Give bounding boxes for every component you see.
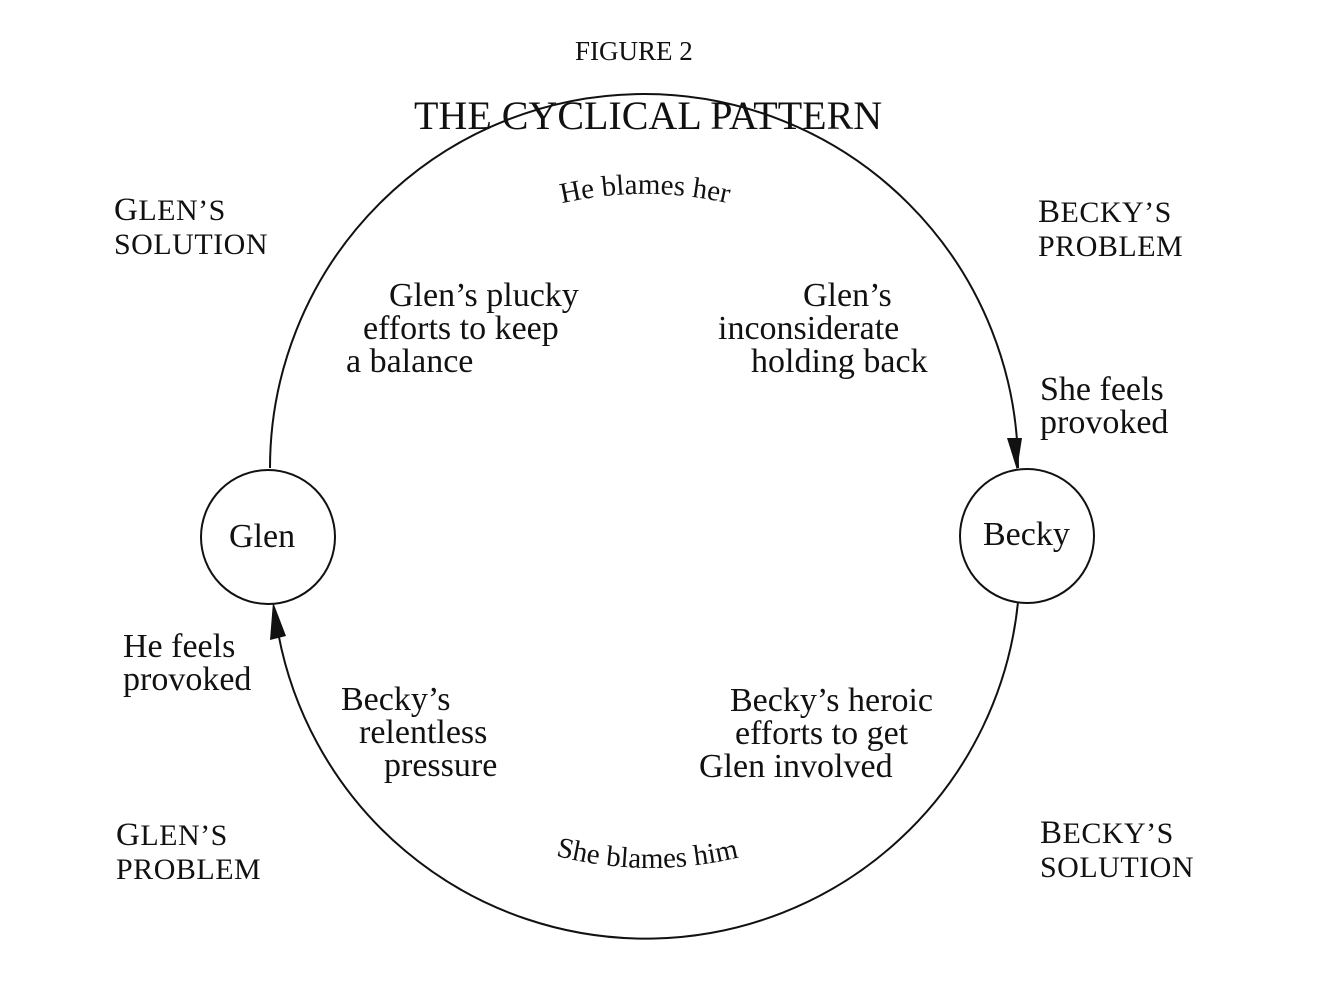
arrow-to-glen-icon <box>270 602 286 640</box>
becky-pressure-line-1: Becky’s <box>341 681 451 718</box>
becky-node-label: Becky <box>983 516 1070 553</box>
glen-efforts-text: Glen’s plucky efforts to keep a balance <box>346 277 579 380</box>
bottom-cycle-arc <box>275 601 1019 940</box>
glen-node-label: Glen <box>229 518 296 555</box>
she-feels-line-1: She feels <box>1040 371 1164 408</box>
glens-solution-line2: SOLUTION <box>114 228 268 261</box>
beckys-solution-rest: ECKY’S <box>1062 817 1174 850</box>
beckys-solution-line2: SOLUTION <box>1040 851 1194 884</box>
he-feels-line-2: provoked <box>123 661 252 698</box>
arc-label-top: He blames her <box>557 169 734 210</box>
arc-label-bottom: She blames him <box>554 831 741 874</box>
glen-holding-back-line-1: Glen’s <box>803 277 892 314</box>
glens-problem-cap: G <box>116 817 141 853</box>
she-feels-line-2: provoked <box>1040 404 1169 441</box>
glens-solution-cap: G <box>114 192 139 228</box>
glen-efforts-line-3: a balance <box>346 343 474 380</box>
arrow-to-becky-icon <box>1007 438 1022 470</box>
becky-pressure-line-3: pressure <box>384 747 498 784</box>
glens-problem-rest: LEN’S <box>140 819 228 852</box>
he-feels-line-1: He feels <box>123 628 236 665</box>
becky-node-circle <box>959 468 1095 604</box>
he-feels-provoked-text: He feels provoked <box>123 628 252 698</box>
beckys-problem-rest: ECKY’S <box>1060 196 1172 229</box>
glens-problem-label: GLEN’S PROBLEM <box>116 818 261 887</box>
figure-label: FIGURE 2 <box>575 36 693 66</box>
glen-holding-back-line-3: holding back <box>751 343 928 380</box>
becky-efforts-line-3: Glen involved <box>699 748 893 785</box>
top-cycle-arc <box>269 93 1019 469</box>
glen-efforts-line-1: Glen’s plucky <box>389 277 579 314</box>
beckys-problem-line2: PROBLEM <box>1038 230 1184 263</box>
glen-holding-back-line-2: inconsiderate <box>718 310 900 347</box>
she-feels-provoked-text: She feels provoked <box>1040 371 1169 441</box>
glens-problem-line2: PROBLEM <box>116 853 262 886</box>
glen-holding-back-text: Glen’s inconsiderate holding back <box>718 277 928 380</box>
becky-pressure-text: Becky’s relentless pressure <box>341 681 498 784</box>
glen-node-circle <box>200 469 336 605</box>
glens-solution-rest: LEN’S <box>138 194 226 227</box>
beckys-problem-cap: B <box>1038 194 1061 230</box>
becky-efforts-line-1: Becky’s heroic <box>730 682 933 719</box>
becky-efforts-line-2: efforts to get <box>735 715 909 752</box>
diagram-title: THE CYCLICAL PATTERN <box>414 93 883 138</box>
glen-efforts-line-2: efforts to keep <box>363 310 559 347</box>
beckys-problem-label: BECKY’S PROBLEM <box>1038 195 1183 264</box>
becky-pressure-line-2: relentless <box>359 714 488 751</box>
becky-efforts-text: Becky’s heroic efforts to get Glen invol… <box>699 682 933 785</box>
glens-solution-label: GLEN’S SOLUTION <box>114 193 268 262</box>
beckys-solution-label: BECKY’S SOLUTION <box>1040 816 1194 885</box>
beckys-solution-cap: B <box>1040 815 1063 851</box>
